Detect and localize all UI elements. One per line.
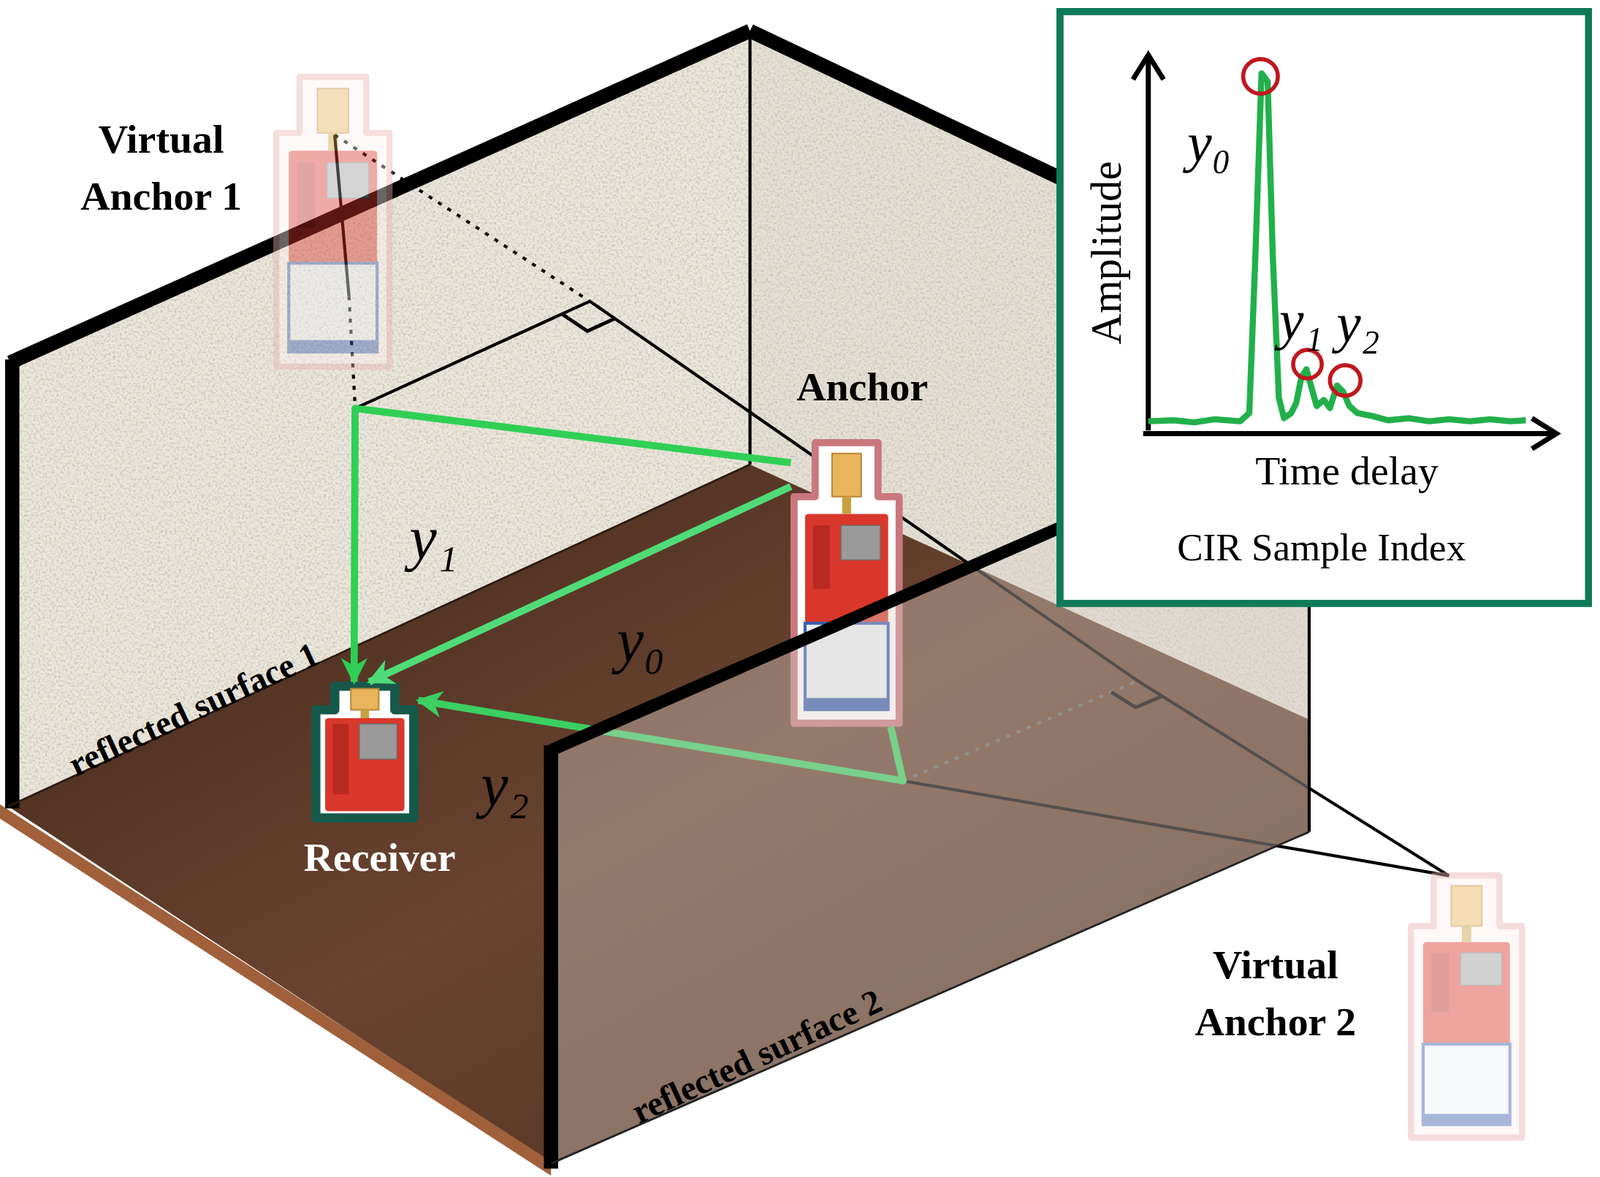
device-group	[794, 442, 900, 723]
receiver-device: Receiver	[311, 681, 419, 823]
mirror-line	[903, 781, 1449, 876]
antenna-connector	[360, 710, 369, 719]
wall-floor-edge	[8, 464, 750, 807]
device-group	[1411, 875, 1523, 1138]
peak-label: y₁	[1279, 287, 1324, 354]
device-outline	[276, 76, 390, 367]
radio-module	[359, 724, 397, 760]
antenna	[317, 88, 349, 133]
antenna	[832, 452, 862, 497]
x-axis	[1142, 431, 1557, 437]
wall-edge	[1307, 418, 1311, 833]
peak-marker	[1329, 365, 1361, 396]
base-board	[289, 263, 378, 353]
mirror-line	[903, 680, 1138, 782]
base-board-stripe	[1423, 1114, 1511, 1126]
axis-label: Amplitude	[1081, 161, 1133, 345]
base-board-stripe	[805, 697, 889, 710]
radio-board	[325, 718, 405, 811]
signal-path	[368, 486, 791, 682]
peak-marker	[1293, 349, 1322, 379]
device-outline	[1411, 875, 1523, 1138]
peak-label: y₂	[1336, 290, 1381, 357]
inset-border	[1059, 11, 1588, 604]
right-angle-mark	[1111, 691, 1163, 708]
device-group	[276, 76, 390, 367]
antenna-connector	[328, 132, 338, 151]
board-detail	[813, 525, 830, 589]
base-board	[1423, 1044, 1511, 1125]
radio-board	[805, 513, 889, 624]
virtual-anchor: Virtual Anchor 1	[273, 73, 393, 370]
right-angle-mark	[561, 314, 616, 331]
axis-arrow	[1132, 54, 1164, 80]
path-label: y₂	[480, 748, 529, 823]
node-label: Receiver	[267, 832, 492, 882]
cir-curve	[1147, 73, 1526, 424]
anchor-device: Anchor	[790, 439, 904, 727]
board-detail	[332, 724, 349, 795]
board-detail	[1431, 952, 1450, 1012]
node-label: Virtual Anchor 2	[1163, 935, 1388, 1050]
device-drawing	[273, 73, 393, 370]
surface-label: reflected surface 2	[625, 979, 889, 1132]
y-axis	[1145, 54, 1151, 431]
node-label: Anchor	[750, 362, 975, 412]
cir-inset: AmplitudeTime delayCIR Sample Index y₀ y₁y…	[1056, 8, 1592, 608]
wall-edge	[5, 359, 20, 809]
antenna-connector	[1461, 926, 1472, 943]
radio-module	[841, 525, 882, 560]
wall-edge	[550, 832, 1310, 1164]
antenna-connector	[842, 496, 852, 514]
translucent-wall	[550, 418, 1310, 1164]
node-label: Virtual Anchor 1	[54, 110, 269, 225]
device-outline	[794, 442, 900, 723]
cir-plot	[1056, 8, 1592, 608]
wall-corner	[748, 30, 752, 465]
device-drawing	[790, 439, 904, 727]
radio-module	[327, 162, 369, 198]
radio-board	[1423, 942, 1511, 1045]
radio-module	[1461, 952, 1503, 985]
floor-edge	[0, 804, 551, 1176]
axis-caption: CIR Sample Index	[1176, 524, 1466, 572]
path-label: y₀	[616, 604, 665, 678]
peak-marker	[1242, 59, 1278, 94]
device-outline	[315, 686, 414, 818]
wall-edge	[543, 745, 559, 1169]
path-label: y₁	[409, 501, 458, 576]
antenna	[1451, 886, 1483, 927]
peak-label: y₀	[1187, 109, 1232, 177]
signal-path	[418, 700, 904, 782]
wall-edge	[550, 418, 1310, 751]
device-group	[315, 686, 414, 818]
virtual-anchor: Virtual Anchor 2	[1407, 872, 1526, 1141]
signal-path	[354, 408, 792, 682]
mirror-line	[1137, 680, 1449, 876]
axis-arrow	[1531, 418, 1557, 450]
base-board-stripe	[289, 339, 378, 352]
base-board	[805, 623, 889, 710]
radio-board	[289, 150, 378, 264]
device-drawing	[1407, 872, 1526, 1141]
board-detail	[297, 162, 316, 228]
device-drawing	[311, 681, 419, 823]
antenna	[350, 688, 379, 711]
surface-label: reflected surface 1	[62, 633, 326, 786]
axis-label: Time delay	[1255, 447, 1439, 497]
